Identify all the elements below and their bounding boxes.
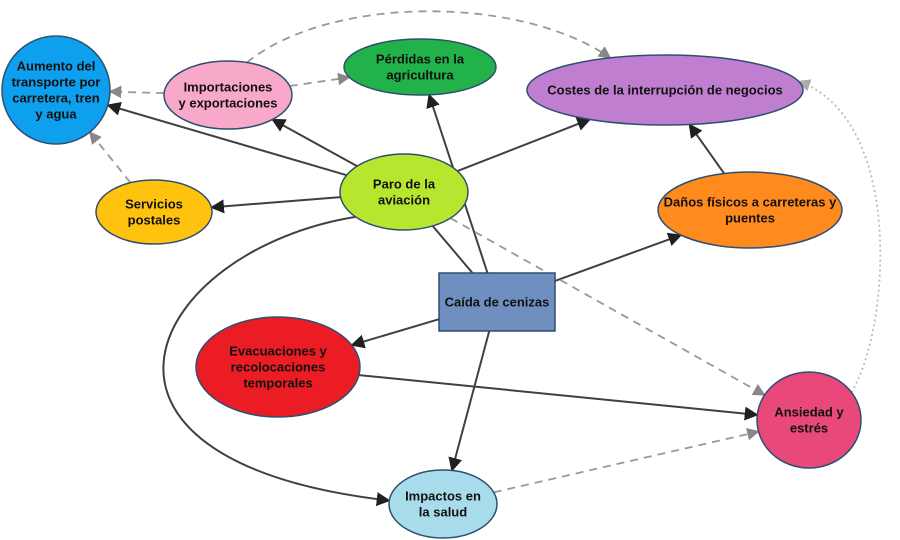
node-costes-label-line: Costes de la interrupción de negocios <box>547 83 783 98</box>
node-transporte-label-line: Aumento del <box>17 59 96 74</box>
node-ansiedad-label-line: estrés <box>790 421 828 436</box>
node-transporte-shape <box>1 35 111 145</box>
edge-salud-to-ansiedad <box>493 427 760 494</box>
edge-ansiedad-to-costes <box>797 79 882 393</box>
node-importaciones-shape <box>163 60 293 130</box>
edge-aviacion-to-transporte <box>106 102 347 177</box>
edge-danos-to-costes <box>688 123 725 175</box>
node-evacuaciones-shape <box>195 316 361 418</box>
edge-caida-to-danos <box>554 232 683 282</box>
edge-aviacion-to-salud <box>162 215 391 507</box>
node-ansiedad-shape <box>756 371 862 469</box>
node-transporte-label-line: transporte por <box>12 75 101 90</box>
node-ansiedad-label-line: Ansiedad y <box>774 405 844 420</box>
node-importaciones-label-line: y exportaciones <box>179 96 278 111</box>
node-danos-shape <box>657 171 843 249</box>
edge-aviacion-to-ansiedad <box>450 217 766 396</box>
node-danos-label-line: puentes <box>725 211 775 226</box>
edge-importaciones-to-agricultura <box>289 72 351 87</box>
node-caida-label-line: Caída de cenizas <box>445 295 550 310</box>
node-evacuaciones-label-line: recolocaciones <box>231 360 326 375</box>
node-importaciones-label-line: Importaciones <box>184 80 273 95</box>
node-costes: Costes de la interrupción de negocios <box>526 54 804 126</box>
node-caida-shape <box>438 272 556 332</box>
node-danos-label-line: Daños físicos a carreteras y <box>664 195 837 210</box>
node-evacuaciones-label-line: temporales <box>243 376 312 391</box>
node-transporte-label-line: carretera, tren <box>12 91 99 106</box>
node-aviacion-label-line: aviación <box>378 193 430 208</box>
edge-caida-to-evacuaciones <box>350 318 440 349</box>
edge-caida-to-salud <box>448 330 491 472</box>
edges-layer <box>89 10 882 507</box>
node-aviacion-label-line: Paro de la <box>373 177 436 192</box>
node-caida: Caída de cenizas <box>438 272 556 332</box>
edge-postales-to-transporte <box>89 131 132 184</box>
node-postales-label-line: postales <box>128 213 181 228</box>
node-aviacion-shape <box>339 153 469 231</box>
node-postales-label-line: Servicios <box>125 197 183 212</box>
node-evacuaciones-label-line: Evacuaciones y <box>229 344 327 359</box>
edge-caida-to-aviacion <box>431 225 474 274</box>
edge-importaciones-to-costes <box>246 10 612 64</box>
edge-importaciones-to-transporte <box>108 85 165 99</box>
node-agricultura-shape <box>343 38 497 96</box>
node-costes-shape <box>526 54 804 126</box>
edge-aviacion-to-importaciones <box>271 118 358 168</box>
node-agricultura-label-line: agricultura <box>386 68 454 83</box>
edge-aviacion-to-costes <box>457 117 592 173</box>
node-transporte-label-line: y agua <box>35 107 77 122</box>
node-agricultura-label-line: Pérdidas en la <box>376 52 465 67</box>
edge-aviacion-to-postales <box>210 196 341 214</box>
node-salud-label-line: la salud <box>419 505 467 520</box>
node-salud-shape <box>388 469 498 539</box>
edge-evacuaciones-to-ansiedad <box>358 374 759 421</box>
node-postales-shape <box>95 179 213 245</box>
node-salud-label-line: Impactos en <box>405 489 481 504</box>
